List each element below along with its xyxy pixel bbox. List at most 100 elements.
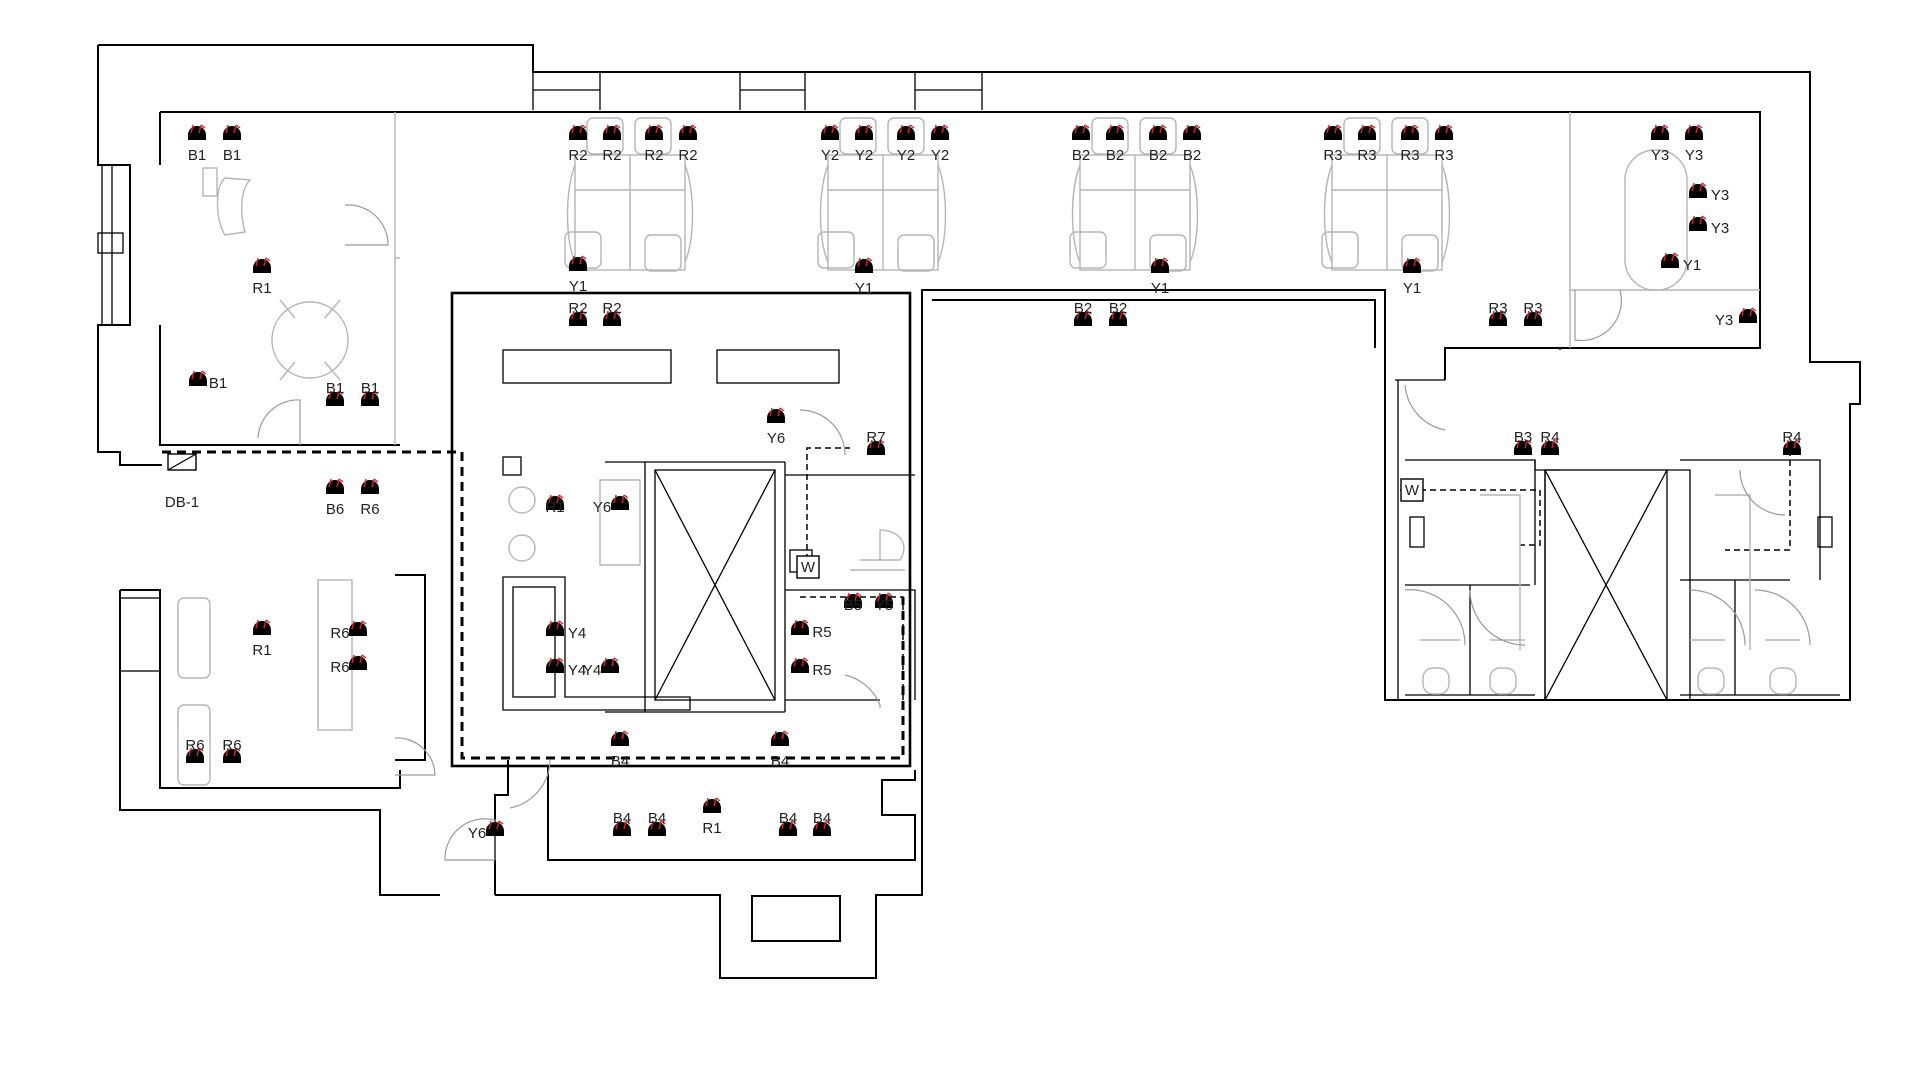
socket-b2 (1109, 310, 1127, 326)
socket-label: R1 (252, 642, 271, 659)
socket-label: W (801, 559, 816, 576)
socket-r2 (645, 124, 663, 140)
socket-r1 (253, 619, 271, 635)
socket-label: Y4 (583, 662, 601, 679)
toilet-block (1395, 379, 1840, 701)
socket-r1 (546, 494, 564, 510)
socket-label: B5 (844, 597, 862, 614)
socket-label: Y1 (1151, 280, 1169, 297)
socket-label: Y4 (568, 625, 586, 642)
socket-r7 (867, 439, 885, 455)
socket-label: Y3 (1685, 147, 1703, 164)
socket-label: B4 (779, 810, 797, 827)
socket-b4 (611, 730, 629, 746)
socket-y1 (1661, 252, 1679, 268)
socket-y2 (897, 124, 915, 140)
socket-label: Y5 (875, 597, 893, 614)
socket-label: R2 (678, 147, 697, 164)
socket-label: R6 (185, 737, 204, 754)
socket-label: R4 (1782, 429, 1801, 446)
socket-label: B1 (188, 147, 206, 164)
socket-r3 (1324, 124, 1342, 140)
socket-label: R6 (222, 737, 241, 754)
socket-label: R2 (602, 147, 621, 164)
socket-r2 (679, 124, 697, 140)
washer-icon (796, 555, 820, 579)
socket-r4 (1541, 439, 1559, 455)
socket-b2 (1074, 310, 1092, 326)
socket-label: R3 (1323, 147, 1342, 164)
socket-r6 (349, 620, 367, 636)
socket-b5 (844, 592, 862, 608)
socket-label: R2 (602, 300, 621, 317)
socket-label: B2 (1149, 147, 1167, 164)
socket-r6 (349, 654, 367, 670)
socket-label: B1 (209, 375, 227, 392)
socket-b6 (326, 478, 344, 494)
central-core (450, 291, 916, 768)
socket-r2 (569, 310, 587, 326)
socket-label: Y2 (931, 147, 949, 164)
socket-label: B3 (1514, 429, 1532, 446)
washer-icon (1400, 478, 1424, 502)
socket-y1 (1151, 257, 1169, 273)
socket-r6 (186, 747, 204, 763)
socket-label: R7 (866, 429, 885, 446)
socket-b2 (1106, 124, 1124, 140)
socket-b4 (613, 820, 631, 836)
socket-y2 (855, 124, 873, 140)
socket-y1 (569, 255, 587, 271)
socket-label: B4 (611, 753, 629, 770)
dashed-boundary (162, 447, 1791, 760)
socket-y5 (875, 592, 893, 608)
socket-label: R6 (330, 625, 349, 642)
socket-label: Y6 (593, 499, 611, 516)
socket-label: Y1 (855, 280, 873, 297)
socket-y3 (1689, 215, 1707, 231)
distribution-board-icon (167, 453, 197, 471)
socket-r3 (1401, 124, 1419, 140)
socket-y6 (767, 407, 785, 423)
socket-r2 (569, 124, 587, 140)
socket-label: R2 (568, 147, 587, 164)
socket-b4 (779, 820, 797, 836)
socket-b1 (189, 370, 207, 386)
socket-label: B4 (613, 810, 631, 827)
socket-b1 (188, 124, 206, 140)
socket-y2 (931, 124, 949, 140)
socket-y4 (546, 657, 564, 673)
socket-y2 (821, 124, 839, 140)
socket-b1 (361, 390, 379, 406)
socket-symbols (167, 124, 1801, 836)
socket-y3 (1739, 307, 1757, 323)
socket-r3 (1524, 310, 1542, 326)
socket-label: B1 (361, 380, 379, 397)
socket-label: R1 (545, 499, 564, 516)
socket-label: DB-1 (165, 494, 199, 511)
socket-label: Y3 (1711, 220, 1729, 237)
socket-b1 (223, 124, 241, 140)
socket-b1 (326, 390, 344, 406)
socket-label: R6 (360, 501, 379, 518)
socket-label: Y1 (569, 278, 587, 295)
socket-b2 (1072, 124, 1090, 140)
socket-label: R5 (812, 624, 831, 641)
exterior-walls (97, 44, 1861, 979)
office-furniture (119, 112, 1760, 861)
socket-r6 (223, 747, 241, 763)
socket-y6 (611, 494, 629, 510)
socket-label: B6 (326, 501, 344, 518)
socket-label: R3 (1434, 147, 1453, 164)
socket-b2 (1149, 124, 1167, 140)
socket-label: B2 (1072, 147, 1090, 164)
socket-label: B2 (1183, 147, 1201, 164)
socket-y3 (1651, 124, 1669, 140)
socket-b4 (813, 820, 831, 836)
socket-y1 (1403, 257, 1421, 273)
socket-r1 (703, 797, 721, 813)
socket-label: Y2 (855, 147, 873, 164)
socket-label: R3 (1400, 147, 1419, 164)
socket-label: Y2 (897, 147, 915, 164)
socket-label: R3 (1488, 300, 1507, 317)
